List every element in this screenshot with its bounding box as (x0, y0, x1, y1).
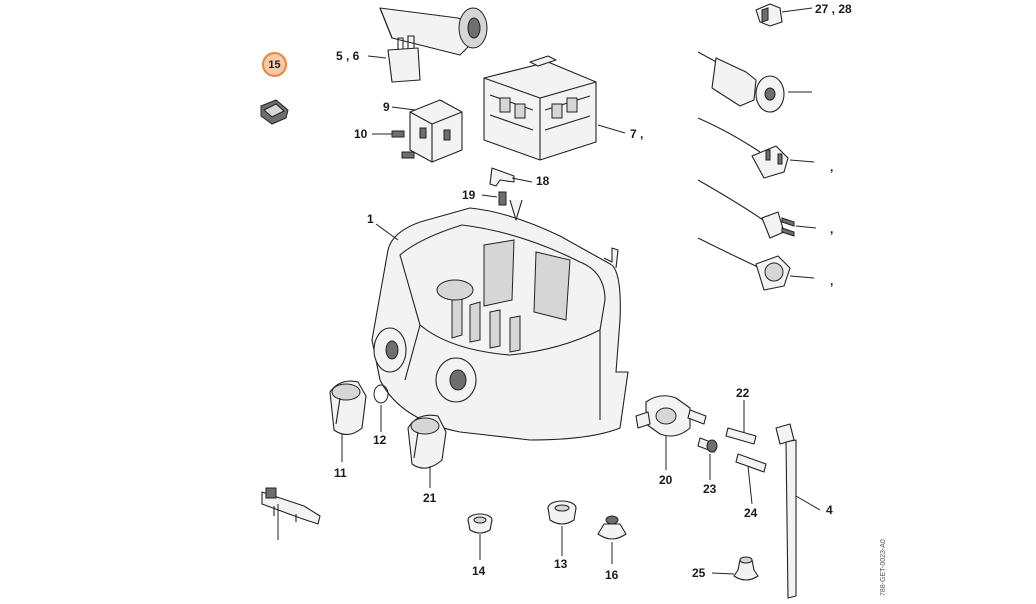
screw-19-drawing (498, 191, 507, 206)
label-comma-1: , (830, 160, 834, 174)
label-10[interactable]: 10 (354, 127, 368, 141)
housing-part-drawing (371, 199, 629, 441)
leader-1 (375, 223, 399, 241)
label-7[interactable]: 7 , (630, 127, 644, 141)
foot-16-drawing (597, 515, 627, 540)
leader-25 (711, 572, 735, 575)
label-13[interactable]: 13 (554, 557, 568, 571)
leader-18 (511, 177, 533, 183)
switch-part-drawing (409, 99, 463, 163)
knob-11-drawing (329, 380, 367, 436)
label-9[interactable]: 9 (383, 100, 390, 114)
contactor-part-drawing (483, 55, 597, 161)
cord-plug-1-drawing (697, 51, 785, 113)
clip-18-drawing (489, 167, 515, 187)
cord-plug-3-drawing (697, 179, 795, 239)
leader-19 (481, 194, 498, 198)
leader-cord-2 (789, 159, 815, 163)
label-19[interactable]: 19 (462, 188, 476, 202)
label-comma-2: , (830, 222, 834, 236)
grommet-23-drawing (706, 439, 718, 453)
label-4[interactable]: 4 (826, 503, 833, 517)
label-24[interactable]: 24 (744, 506, 758, 520)
grommet-13-drawing (547, 500, 577, 525)
capacitor-part-drawing (387, 35, 421, 83)
leader-4 (795, 495, 821, 511)
leader-24 (747, 465, 753, 505)
label-27-28[interactable]: 27 , 28 (815, 2, 852, 16)
motor-part-drawing (379, 7, 488, 56)
leader-cord-4 (789, 275, 815, 279)
label-18[interactable]: 18 (536, 174, 550, 188)
label-25[interactable]: 25 (692, 566, 706, 580)
cable-tie-4-drawing (775, 423, 797, 599)
label-5-6[interactable]: 5 , 6 (336, 49, 360, 63)
screw-10-drawing (391, 130, 405, 138)
label-22[interactable]: 22 (736, 386, 750, 400)
oring-12-drawing (373, 384, 389, 404)
leader-cord-3 (795, 225, 817, 229)
label-21[interactable]: 21 (423, 491, 437, 505)
label-20[interactable]: 20 (659, 473, 673, 487)
plug-27-28-drawing (755, 3, 783, 27)
label-comma-3: , (830, 274, 834, 288)
drawing-code: 788-GET-0023-A0 (880, 539, 887, 596)
leader-7 (597, 124, 626, 134)
highlighted-callout-15[interactable]: 15 (262, 52, 287, 77)
label-12[interactable]: 12 (373, 433, 387, 447)
knob-21-drawing (407, 414, 447, 469)
label-16[interactable]: 16 (605, 568, 619, 582)
leader-9 (391, 106, 416, 111)
label-11[interactable]: 11 (334, 466, 347, 480)
cord-plug-2-drawing (697, 117, 789, 179)
leader-27-28 (781, 7, 813, 13)
part-15-drawing (260, 99, 289, 125)
grommet-14-drawing (467, 513, 493, 534)
label-1[interactable]: 1 (367, 212, 374, 226)
selector-20-drawing (635, 395, 691, 437)
cord-plug-4-drawing (697, 237, 791, 291)
leader-5-6 (367, 55, 387, 59)
bracket-part-drawing (261, 487, 321, 525)
label-14[interactable]: 14 (472, 564, 486, 578)
label-23[interactable]: 23 (703, 482, 717, 496)
screw-10b-drawing (401, 151, 415, 159)
part-25-drawing (733, 556, 759, 581)
connectors-22-drawing (687, 409, 757, 445)
